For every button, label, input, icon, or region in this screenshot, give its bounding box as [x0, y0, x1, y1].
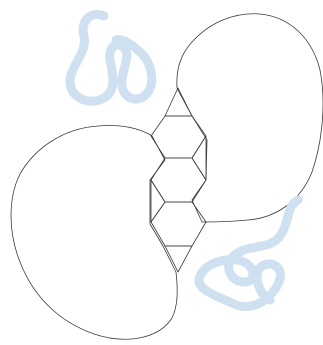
- hexagon-top: [151, 116, 206, 158]
- scribble-upper-left: [70, 14, 152, 101]
- hexagon-middle: [151, 158, 206, 202]
- triangle-group: [151, 88, 206, 272]
- lower-left-blob: [11, 125, 177, 339]
- triangle-left: [151, 180, 165, 222]
- hexagon-chain: [151, 116, 206, 246]
- triangle-right: [192, 136, 206, 180]
- triangle-top: [165, 88, 192, 116]
- scribble-lower-right: [199, 200, 298, 307]
- triangle-bottom: [165, 246, 192, 272]
